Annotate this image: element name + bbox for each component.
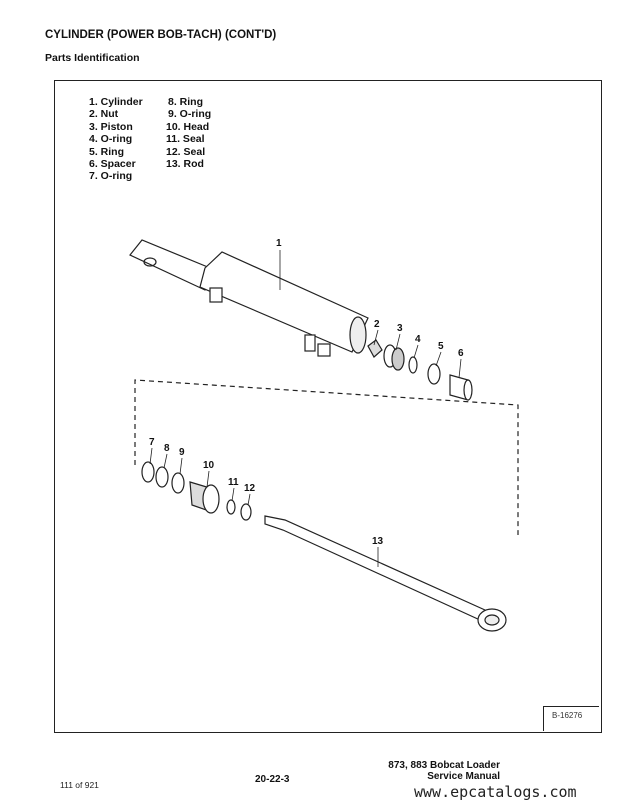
part-item: 4. O-ring [89, 133, 133, 146]
o-ring-part [408, 356, 418, 374]
part-item: 13. Rod [166, 158, 204, 171]
part-item: 1. Cylinder [89, 96, 143, 108]
cylinder-part [129, 239, 369, 357]
callout-5: 5 [438, 341, 444, 352]
callout-6: 6 [458, 348, 464, 359]
section-title: CYLINDER (POWER BOB-TACH) (CONT'D) [45, 29, 277, 41]
part-item: 8. Ring [168, 96, 204, 108]
assembly-guide-line [134, 379, 519, 535]
seal-part [226, 499, 236, 515]
figure-frame [54, 80, 602, 733]
rod-part [264, 515, 507, 632]
part-item: 10. Head [166, 120, 210, 133]
spacer-part [449, 374, 473, 401]
callout-7: 7 [149, 437, 155, 448]
callout-2: 2 [374, 319, 380, 330]
parts-list-right: 8. Ring 9. O-ring 10. Head 11. Seal 12. … [166, 96, 211, 170]
callout-9: 9 [179, 447, 185, 458]
head-part [189, 481, 220, 514]
callout-1: 1 [276, 238, 282, 249]
part-item: 3. Piston [89, 120, 133, 133]
figure-id: B-16276 [543, 706, 599, 731]
callout-10: 10 [203, 460, 215, 471]
part-item: 7. O-ring [89, 170, 133, 183]
part-item: 2. Nut [89, 108, 119, 121]
callout-11: 11 [228, 477, 239, 488]
callout-8: 8 [164, 443, 170, 454]
callout-labels: 1 2 3 4 5 6 7 8 9 10 11 12 13 [149, 238, 464, 547]
o-ring-part [171, 472, 185, 494]
ring-part [427, 363, 441, 385]
part-item: 12. Seal [166, 145, 206, 158]
nut-part [367, 339, 383, 358]
callout-4: 4 [415, 334, 421, 345]
callout-3: 3 [397, 323, 403, 334]
page-count: 111 of 921 [60, 780, 99, 790]
watermark: www.epcatalogs.com [414, 783, 577, 801]
parts-list-left: 1. Cylinder 2. Nut 3. Piston 4. O-ring 5… [89, 96, 143, 183]
seal-part [240, 503, 252, 521]
manual-title: 873, 883 Bobcat Loader Service Manual [388, 760, 500, 782]
manual-line-1: 873, 883 Bobcat Loader [388, 760, 500, 771]
part-item: 6. Spacer [89, 158, 136, 171]
callout-12: 12 [244, 483, 256, 494]
o-ring-part [141, 461, 155, 483]
part-item: 5. Ring [89, 145, 125, 158]
ring-part [155, 466, 169, 488]
section-subtitle: Parts Identification [45, 52, 140, 64]
callout-13: 13 [372, 536, 384, 547]
part-item: 9. O-ring [168, 108, 212, 121]
manual-line-2: Service Manual [427, 771, 500, 782]
part-item: 11. Seal [166, 133, 205, 146]
piston-part [383, 344, 405, 371]
section-number: 20-22-3 [255, 774, 290, 785]
